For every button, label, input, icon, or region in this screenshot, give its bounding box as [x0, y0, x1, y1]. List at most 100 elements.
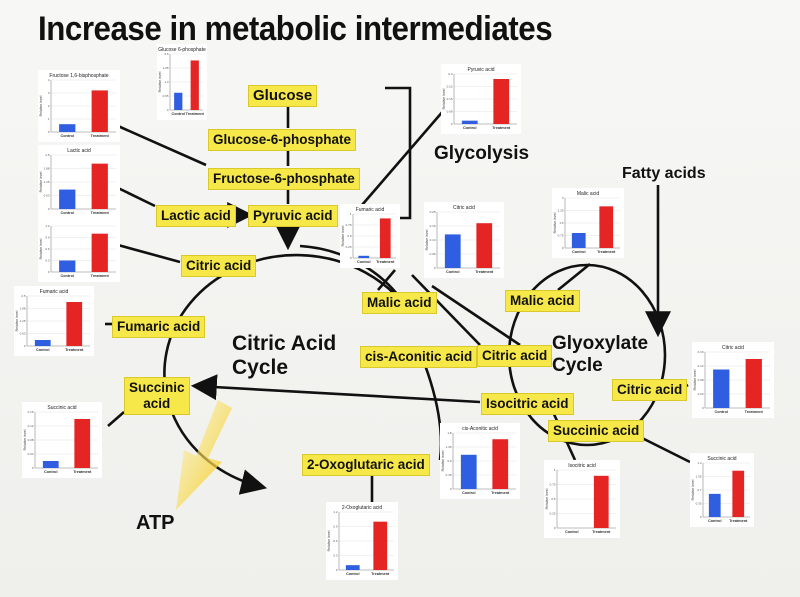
chart-tick-label: 0.25: [346, 245, 352, 249]
fatty-acids-label: Fatty acids: [622, 165, 706, 182]
chart-category-label: Control: [463, 126, 477, 130]
chart-tick-label: 1.25: [20, 319, 26, 323]
node-fructose-6-phosphate: Fructose-6-phosphate: [208, 168, 360, 190]
chart-bar-control: [460, 454, 477, 489]
chart-tick-label: 0.65: [163, 94, 169, 98]
chart-category-label: Control: [44, 470, 58, 474]
chart-tick-label: 1.35: [446, 445, 452, 449]
chart-category-label: Control: [708, 519, 722, 523]
chart-bar-control: [461, 120, 478, 124]
chart-bar-treatment: [476, 223, 493, 268]
chart-tick-label: 0.16: [698, 350, 704, 354]
chart-ylabel: Relative level: [553, 212, 557, 233]
chart-ylabel: Relative level: [158, 71, 162, 92]
chart-tick-label: 0.08: [447, 110, 453, 114]
chart-tick-label: 0.22: [447, 85, 453, 89]
chart-category-label: Treatment: [91, 211, 110, 215]
chart-bar-treatment: [91, 163, 108, 209]
chart-ylabel: Relative level: [545, 488, 549, 509]
cycle-label-line-1: Citric Acid: [232, 332, 337, 355]
chart-title: cis-Aconitic acid: [462, 426, 498, 432]
chart-tick-label: 1: [350, 212, 352, 216]
chart-category-label: Control: [172, 112, 186, 116]
chart-bar-treatment: [732, 470, 745, 517]
chart-category-label: Treatment: [73, 470, 92, 474]
chart-tick-label: 0.06: [430, 252, 436, 256]
chart-ylabel: Relative level: [693, 369, 697, 390]
chart-ylabel: Relative level: [39, 238, 43, 259]
node-citric-acid-tca: Citric acid: [181, 255, 257, 277]
node-line-1: Succinic: [129, 380, 185, 395]
chart-tick-label: 0: [451, 122, 453, 126]
chart-tick-label: 2.25: [558, 209, 564, 213]
chart-bar-treatment: [593, 475, 609, 528]
atp-arrow: [176, 400, 232, 510]
chart-tick-label: 0.12: [698, 364, 704, 368]
chart-title: Citric acid: [722, 345, 744, 351]
chart-tick-label: 0: [350, 256, 352, 260]
chart-category-label: Control: [462, 491, 476, 495]
chart-bar-control: [571, 233, 586, 248]
chart-tick-label: 0: [700, 515, 702, 519]
chart-tick-label: 0.04: [698, 392, 704, 396]
node-citric-acid-glyoxylate: Citric acid: [612, 379, 688, 401]
chart-tick-label: 1.4: [697, 461, 702, 465]
chart-title: Malic acid: [577, 191, 599, 197]
chart-category-label: Treatment: [729, 519, 748, 523]
chart-tick-label: 4: [48, 78, 50, 82]
chart-tick-label: 1.95: [163, 66, 169, 70]
chart-bar-treatment: [745, 359, 762, 408]
chart-tick-label: 0: [48, 270, 50, 274]
chart-tick-label: 0.04: [28, 452, 34, 456]
chart-tick-label: 0.9: [333, 525, 338, 529]
chart-tick-label: 0.3: [45, 259, 50, 263]
node-fumaric-acid: Fumaric acid: [112, 316, 206, 338]
chart-tick-label: 0: [562, 246, 564, 250]
chart-bar-treatment: [91, 90, 108, 132]
chart-bar-treatment: [66, 302, 83, 346]
chart-tick-label: 0.5: [551, 497, 556, 501]
chart-ylabel: Relative level: [39, 95, 43, 116]
node-lactic-acid: Lactic acid: [156, 205, 236, 227]
chart-tick-label: 3: [562, 196, 564, 200]
cycle-label-line-2: Cycle: [552, 355, 603, 376]
chart-tick-label: 0.13: [430, 238, 436, 242]
node-malic-acid-tca: Malic acid: [362, 292, 437, 314]
chart-category-label: Control: [565, 530, 579, 534]
chart-category-label: Treatment: [91, 134, 110, 138]
chart-title: Citric acid: [453, 205, 475, 211]
chart-category-label: Treatment: [491, 491, 510, 495]
chart-tick-label: 0.75: [346, 223, 352, 227]
chart-ylabel: Relative level: [327, 530, 331, 551]
chart-tick-label: 1.25: [44, 180, 50, 184]
chart-bar-treatment: [379, 218, 391, 258]
chart-tick-label: 0.6: [333, 539, 338, 543]
chart-tick-label: 1.2: [45, 224, 50, 228]
chart-bar-control: [59, 189, 76, 209]
chart-tick-label: 2.5: [45, 153, 50, 157]
chart-tick-label: 0.45: [446, 473, 452, 477]
node-glucose: Glucose: [248, 85, 318, 107]
chart-title: Glucose 6-phosphate: [158, 47, 206, 53]
node-isocitric-acid: Isocitric acid: [481, 393, 574, 415]
chart-tick-label: 0.63: [44, 194, 50, 198]
chart-tick-label: 0.9: [45, 236, 50, 240]
chart-category-label: Treatment: [371, 572, 390, 576]
chart-tick-label: 1.5: [559, 221, 564, 225]
chart-category-label: Control: [572, 250, 586, 254]
chart-category-label: Treatment: [475, 270, 494, 274]
chart-tick-label: 1.88: [20, 307, 26, 311]
chart-bar-treatment: [492, 439, 509, 489]
node-glucose-6-phosphate: Glucose-6-phosphate: [208, 129, 357, 151]
